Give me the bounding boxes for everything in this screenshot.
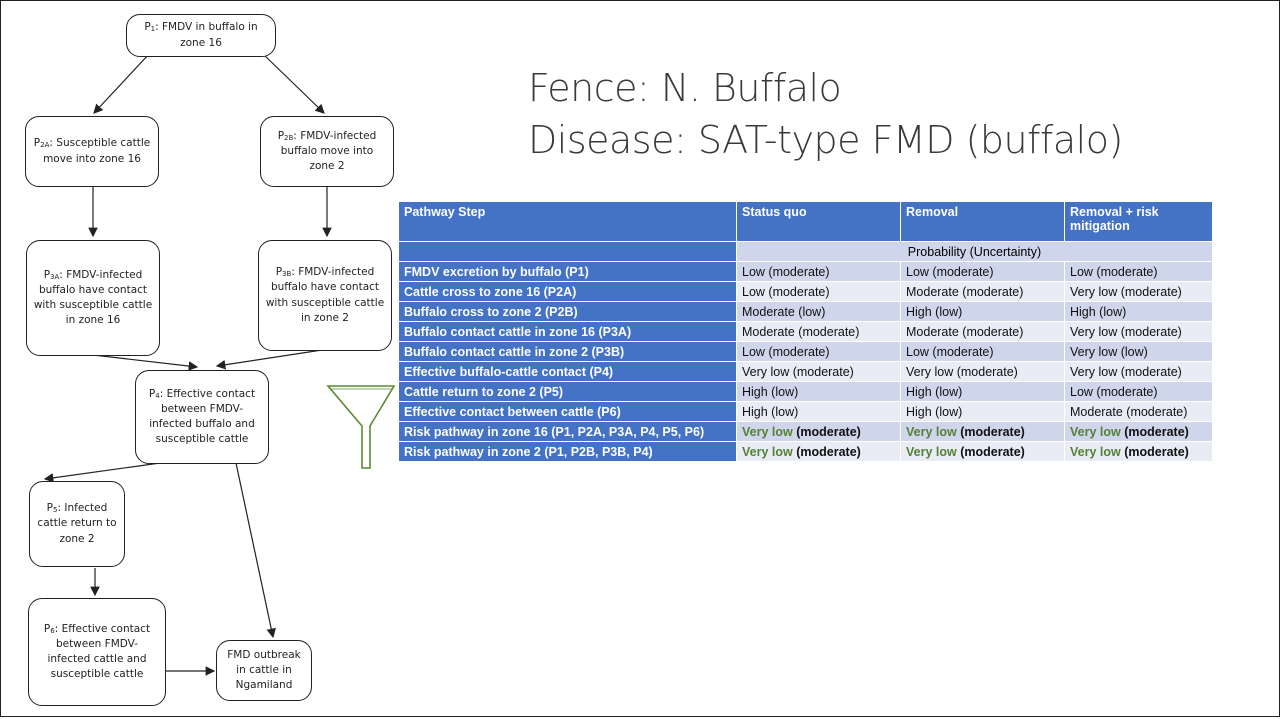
risk-level: Very low (1070, 424, 1121, 439)
probability-cell: Very low (moderate) (1064, 321, 1213, 342)
probability-cell: Low (moderate) (1064, 381, 1213, 402)
risk-result-cell: Very low (moderate) (900, 421, 1065, 442)
probability-cell: Moderate (moderate) (1064, 401, 1213, 422)
risk-pathway-row: Risk pathway in zone 16 (P1, P2A, P3A, P… (398, 421, 1213, 442)
pathway-step-cell: Buffalo contact cattle in zone 2 (P3B) (398, 341, 737, 362)
probability-cell: Very low (moderate) (1064, 361, 1213, 382)
probability-cell: Low (moderate) (736, 341, 901, 362)
risk-result-cell: Very low (moderate) (1064, 441, 1213, 462)
header-pathway-step: Pathway Step (398, 201, 737, 242)
risk-pathway-cell: Risk pathway in zone 2 (P1, P2B, P3B, P4… (398, 441, 737, 462)
table-row: FMDV excretion by buffalo (P1)Low (moder… (398, 261, 1213, 282)
probability-cell: Very low (moderate) (736, 361, 901, 382)
probability-cell: Moderate (moderate) (736, 321, 901, 342)
header-removal: Removal (900, 201, 1065, 242)
table-subheader-row: Probability (Uncertainty) (398, 241, 1213, 262)
risk-uncertainty: (moderate) (960, 444, 1025, 459)
risk-result-cell: Very low (moderate) (736, 421, 901, 442)
pathway-step-cell: Cattle cross to zone 16 (P2A) (398, 281, 737, 302)
probability-cell: Moderate (moderate) (900, 321, 1065, 342)
node-p3a: P3A: FMDV-infected buffalo have contact … (26, 240, 160, 356)
risk-level: Very low (1070, 444, 1121, 459)
table-row: Cattle return to zone 2 (P5)High (low)Hi… (398, 381, 1213, 402)
flowchart-arrows (43, 52, 332, 676)
probability-cell: High (low) (736, 381, 901, 402)
probability-cell: High (low) (900, 381, 1065, 402)
risk-level: Very low (906, 424, 957, 439)
risk-uncertainty: (moderate) (1124, 444, 1189, 459)
table-row: Effective buffalo-cattle contact (P4)Ver… (398, 361, 1213, 382)
probability-cell: High (low) (900, 401, 1065, 422)
node-p2b: P2B: FMDV-infected buffalo move into zon… (260, 116, 394, 187)
risk-pathway-cell: Risk pathway in zone 16 (P1, P2A, P3A, P… (398, 421, 737, 442)
pathway-flowchart: P1: FMDV in buffalo in zone 16 P2A: Susc… (0, 0, 394, 719)
probability-cell: Moderate (moderate) (900, 281, 1065, 302)
slide-title: Fence: N. Buffalo Disease: SAT-type FMD … (528, 62, 1123, 166)
table-row: Buffalo contact cattle in zone 2 (P3B)Lo… (398, 341, 1213, 362)
pathway-step-cell: Buffalo contact cattle in zone 16 (P3A) (398, 321, 737, 342)
pathway-step-cell: Effective contact between cattle (P6) (398, 401, 737, 422)
table-header-row: Pathway Step Status quo Removal Removal … (398, 201, 1213, 242)
table-row: Buffalo contact cattle in zone 16 (P3A)M… (398, 321, 1213, 342)
probability-subheader: Probability (Uncertainty) (736, 241, 1213, 262)
probability-cell: Low (moderate) (900, 261, 1065, 282)
probability-cell: High (low) (736, 401, 901, 422)
probability-cell: Very low (moderate) (1064, 281, 1213, 302)
pathway-step-cell: Effective buffalo-cattle contact (P4) (398, 361, 737, 382)
risk-uncertainty: (moderate) (796, 444, 861, 459)
risk-result-cell: Very low (moderate) (900, 441, 1065, 462)
probability-cell: Low (moderate) (900, 341, 1065, 362)
node-p6: P6: Effective contact between FMDV-infec… (28, 598, 166, 706)
pathway-step-cell: FMDV excretion by buffalo (P1) (398, 261, 737, 282)
title-disease: Disease: SAT-type FMD (buffalo) (528, 118, 1123, 162)
table-row: Effective contact between cattle (P6)Hig… (398, 401, 1213, 422)
probability-cell: Very low (moderate) (900, 361, 1065, 382)
node-p5: P5: Infected cattle return to zone 2 (29, 481, 125, 567)
pathway-step-cell: Buffalo cross to zone 2 (P2B) (398, 301, 737, 322)
funnel-icon (326, 385, 396, 469)
probability-cell: Moderate (low) (736, 301, 901, 322)
table-cell (398, 241, 737, 262)
risk-level: Very low (742, 444, 793, 459)
risk-uncertainty: (moderate) (960, 424, 1025, 439)
pathway-step-cell: Cattle return to zone 2 (P5) (398, 381, 737, 402)
table-row: Cattle cross to zone 16 (P2A)Low (modera… (398, 281, 1213, 302)
node-p2a: P2A: Susceptible cattle move into zone 1… (25, 116, 159, 187)
probability-cell: Low (moderate) (736, 281, 901, 302)
header-status-quo: Status quo (736, 201, 901, 242)
risk-level: Very low (906, 444, 957, 459)
node-p3b: P3B: FMDV-infected buffalo have contact … (258, 240, 392, 351)
probability-cell: High (low) (1064, 301, 1213, 322)
risk-uncertainty: (moderate) (1124, 424, 1189, 439)
risk-level: Very low (742, 424, 793, 439)
probability-cell: Low (moderate) (1064, 261, 1213, 282)
node-p4: P4: Effective contact between FMDV-infec… (135, 370, 269, 464)
probability-cell: High (low) (900, 301, 1065, 322)
risk-table: Pathway Step Status quo Removal Removal … (398, 201, 1213, 462)
probability-cell: Low (moderate) (736, 261, 901, 282)
risk-pathway-row: Risk pathway in zone 2 (P1, P2B, P3B, P4… (398, 441, 1213, 462)
probability-cell: Very low (low) (1064, 341, 1213, 362)
risk-uncertainty: (moderate) (796, 424, 861, 439)
node-outcome: FMD outbreak in cattle in Ngamiland (216, 640, 312, 701)
title-fence: Fence: N. Buffalo (528, 66, 842, 110)
node-p1: P1: FMDV in buffalo in zone 16 (126, 14, 276, 57)
risk-result-cell: Very low (moderate) (736, 441, 901, 462)
header-removal-mitigation: Removal + risk mitigation (1064, 201, 1213, 242)
table-row: Buffalo cross to zone 2 (P2B)Moderate (l… (398, 301, 1213, 322)
risk-result-cell: Very low (moderate) (1064, 421, 1213, 442)
